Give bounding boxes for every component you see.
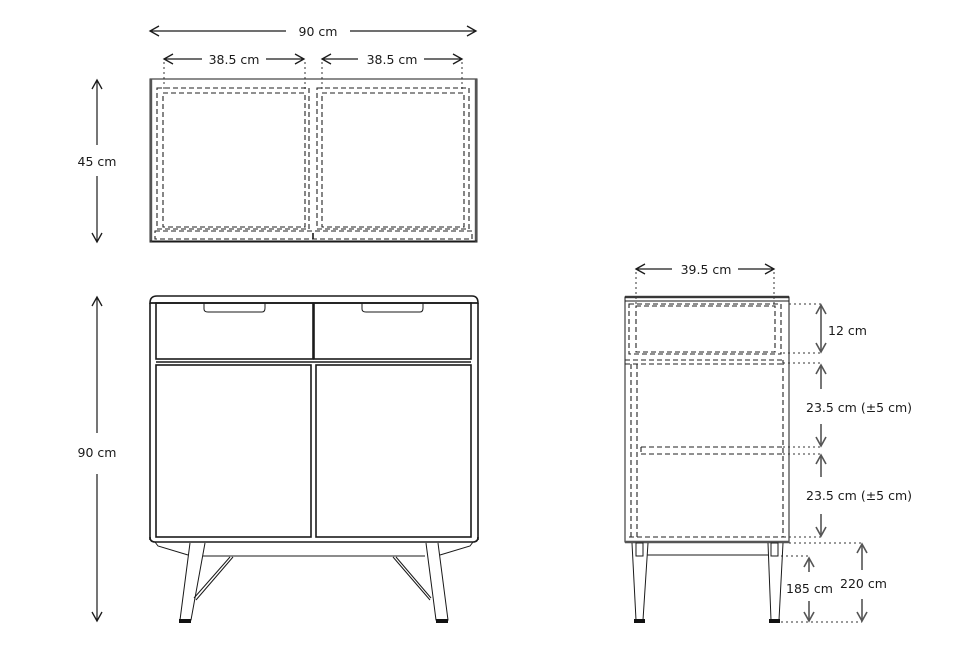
- right-compartment-dimension: 38.5 cm: [320, 52, 464, 90]
- leg-right: [425, 542, 449, 621]
- top-width-dimension: 90 cm: [148, 24, 478, 39]
- depth-dimension: 45 cm: [78, 78, 117, 244]
- drawer-right: [313, 302, 472, 360]
- lower-shelf-label: 23.5 cm (±5 cm): [806, 488, 912, 503]
- height-label: 90 cm: [78, 445, 117, 460]
- drawer-handle-right: [361, 303, 424, 313]
- left-compartment-dimension: 38.5 cm: [162, 52, 306, 90]
- height-dimension: 90 cm: [78, 295, 117, 623]
- drawer-height-dimension: 12 cm: [815, 303, 867, 354]
- side-leg-back: [767, 542, 784, 621]
- right-compartment-label: 38.5 cm: [367, 52, 418, 67]
- front-view: 90 cm: [78, 295, 479, 623]
- door-right: [315, 364, 472, 538]
- left-compartment-label: 38.5 cm: [209, 52, 260, 67]
- outer-leg-clearance-dimension: 220 cm: [840, 542, 887, 623]
- depth-label: 45 cm: [78, 154, 117, 169]
- inner-leg-clearance-dimension: 185 cm: [786, 556, 833, 623]
- inner-depth-label: 39.5 cm: [681, 262, 732, 277]
- top-width-label: 90 cm: [299, 24, 338, 39]
- drawer-height-label: 12 cm: [828, 323, 867, 338]
- top-view: 90 cm 38.5 cm 38.5 cm: [78, 24, 478, 244]
- inner-depth-dimension: 39.5 cm: [634, 262, 776, 304]
- lower-shelf-dimension: 23.5 cm (±5 cm): [806, 453, 912, 538]
- drawer-left: [155, 302, 314, 360]
- outer-leg-clearance-label: 220 cm: [840, 576, 887, 591]
- upper-shelf-dimension: 23.5 cm (±5 cm): [806, 363, 912, 448]
- door-left: [155, 364, 312, 538]
- leg-left: [179, 542, 206, 621]
- side-leg-front: [631, 542, 649, 621]
- side-view: 39.5 cm 12 cm: [624, 262, 912, 623]
- drawer-handle-left: [203, 303, 266, 313]
- inner-leg-clearance-label: 185 cm: [786, 581, 833, 596]
- upper-shelf-label: 23.5 cm (±5 cm): [806, 400, 912, 415]
